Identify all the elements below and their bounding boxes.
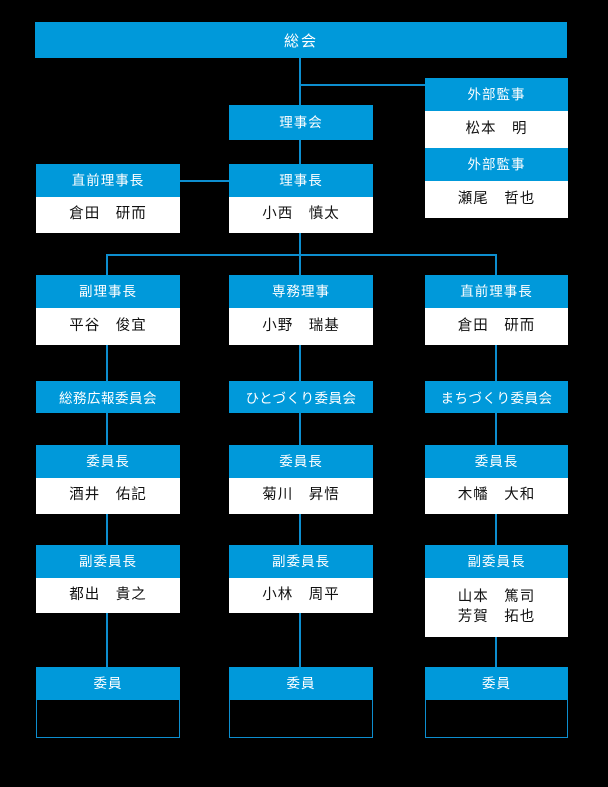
board-title: 理事会	[229, 105, 373, 140]
chair-col1-name: 酒井 佑記	[36, 478, 180, 514]
node-auditor-2[interactable]: 外部監事 瀬尾 哲也	[425, 148, 568, 218]
node-member-col3[interactable]: 委員	[425, 667, 568, 738]
node-officer-col3[interactable]: 直前理事長 倉田 研而	[425, 275, 568, 345]
vice-chair-col1-role: 副委員長	[36, 545, 180, 578]
connector-chair-to-vice-col3	[495, 513, 497, 546]
vice-chair-col3-name-2: 芳賀 拓也	[457, 608, 536, 625]
node-auditor-1[interactable]: 外部監事 松本 明	[425, 78, 568, 148]
chair-col1-role: 委員長	[36, 445, 180, 478]
vice-chair-col3-names: 山本 篤司 芳賀 拓也	[425, 578, 568, 637]
connector-officer-to-committee-col3	[495, 345, 497, 381]
president-name: 小西 慎太	[229, 197, 373, 233]
vice-chair-col2-names: 小林 周平	[229, 578, 373, 613]
connector-bus-drop-col3	[495, 254, 497, 276]
connector-board-to-president	[299, 140, 301, 165]
auditor-1-role: 外部監事	[425, 78, 568, 111]
auditor-2-name: 瀬尾 哲也	[425, 181, 568, 218]
node-committee-col1[interactable]: 総務広報委員会	[36, 381, 180, 413]
auditor-2-role: 外部監事	[425, 148, 568, 181]
node-assembly[interactable]: 総会	[35, 22, 567, 58]
connector-bus-drop-col1	[106, 254, 108, 276]
connector-chair-to-vice-col2	[299, 513, 301, 546]
officer-col3-name: 倉田 研而	[425, 308, 568, 345]
committee-col3-name: まちづくり委員会	[440, 391, 553, 406]
officer-col1-name: 平谷 俊宜	[36, 308, 180, 345]
vice-chair-col1-name-1: 都出 貴之	[69, 586, 147, 603]
officer-col2-name: 小野 瑞基	[229, 308, 373, 345]
member-col1-role: 委員	[36, 667, 180, 700]
node-officer-col1[interactable]: 副理事長 平谷 俊宜	[36, 275, 180, 345]
chair-col2-name: 菊川 昇悟	[229, 478, 373, 514]
connector-vice-to-member-col1	[106, 613, 108, 668]
committee-col1-name: 総務広報委員会	[59, 391, 157, 406]
connector-vice-to-member-col3	[495, 637, 497, 668]
vice-chair-col2-name-1: 小林 周平	[262, 586, 340, 603]
connector-committee-to-chair-col3	[495, 412, 497, 446]
past-president-left-role: 直前理事長	[36, 164, 180, 197]
connector-officer-to-committee-col1	[106, 345, 108, 381]
node-vice-chair-col2[interactable]: 副委員長 小林 周平	[229, 545, 373, 613]
vice-chair-col3-role: 副委員長	[425, 545, 568, 578]
chair-col3-role: 委員長	[425, 445, 568, 478]
member-col2-role: 委員	[229, 667, 373, 700]
vice-chair-col1-names: 都出 貴之	[36, 578, 180, 613]
connector-officer-to-committee-col2	[299, 345, 301, 381]
node-member-col2[interactable]: 委員	[229, 667, 373, 738]
node-chair-col3[interactable]: 委員長 木幡 大和	[425, 445, 568, 514]
node-president[interactable]: 理事長 小西 慎太	[229, 164, 373, 233]
member-col1-name[interactable]	[36, 700, 180, 738]
node-vice-chair-col1[interactable]: 副委員長 都出 貴之	[36, 545, 180, 613]
connector-officer-bus	[106, 254, 497, 256]
officer-col1-role: 副理事長	[36, 275, 180, 308]
officer-col3-role: 直前理事長	[425, 275, 568, 308]
past-president-left-name: 倉田 研而	[36, 197, 180, 233]
president-role: 理事長	[229, 164, 373, 197]
chair-col3-name: 木幡 大和	[425, 478, 568, 514]
connector-chair-to-vice-col1	[106, 513, 108, 546]
vice-chair-col3-name-1: 山本 篤司	[457, 588, 536, 605]
officer-col2-role: 専務理事	[229, 275, 373, 308]
node-committee-col3[interactable]: まちづくり委員会	[425, 381, 568, 413]
assembly-title: 総会	[283, 32, 318, 50]
node-chair-col2[interactable]: 委員長 菊川 昇悟	[229, 445, 373, 514]
committee-col2-name: ひとづくり委員会	[245, 391, 357, 406]
node-committee-col2[interactable]: ひとづくり委員会	[229, 381, 373, 413]
node-past-president-left[interactable]: 直前理事長 倉田 研而	[36, 164, 180, 233]
member-col3-name[interactable]	[425, 700, 568, 738]
member-col2-name[interactable]	[229, 700, 373, 738]
node-member-col1[interactable]: 委員	[36, 667, 180, 738]
auditor-1-name: 松本 明	[425, 111, 568, 148]
connector-vice-to-member-col2	[299, 613, 301, 668]
vice-chair-col2-role: 副委員長	[229, 545, 373, 578]
connector-assembly-to-auditors	[299, 84, 426, 86]
node-officer-col2[interactable]: 専務理事 小野 瑞基	[229, 275, 373, 345]
node-vice-chair-col3[interactable]: 副委員長 山本 篤司 芳賀 拓也	[425, 545, 568, 637]
connector-committee-to-chair-col2	[299, 412, 301, 446]
node-board[interactable]: 理事会	[229, 105, 373, 140]
node-chair-col1[interactable]: 委員長 酒井 佑記	[36, 445, 180, 514]
chair-col2-role: 委員長	[229, 445, 373, 478]
connector-president-to-past-president	[180, 180, 230, 182]
connector-committee-to-chair-col1	[106, 412, 108, 446]
member-col3-role: 委員	[425, 667, 568, 700]
